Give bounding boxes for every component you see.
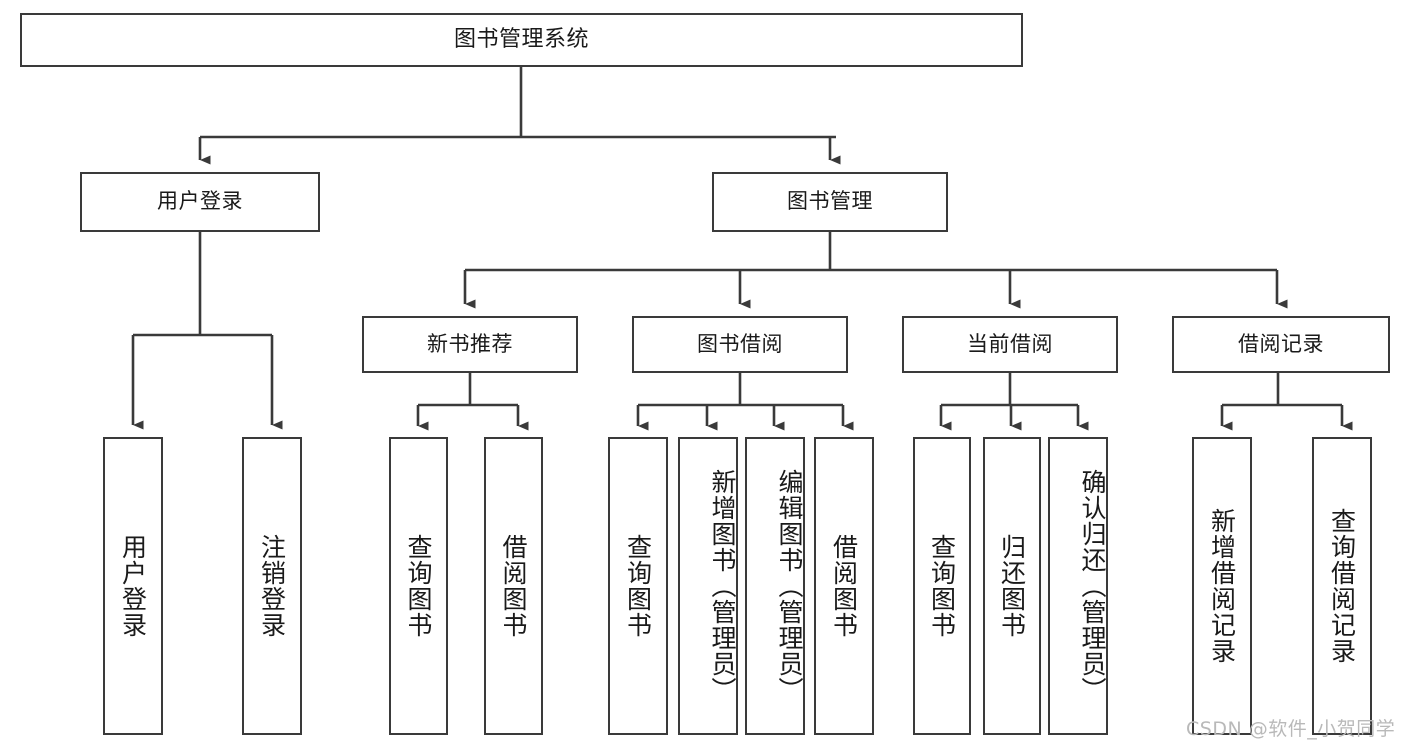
leaf-borrow-query-book[interactable]: 查询图书 <box>608 437 668 735</box>
node-book-borrow[interactable]: 图书借阅 <box>632 316 848 373</box>
leaf-new-book-query[interactable]: 查询图书 <box>389 437 448 735</box>
leaf-records-add-record[interactable]: 新增借阅记录 <box>1192 437 1252 735</box>
node-new-book-recommend[interactable]: 新书推荐 <box>362 316 578 373</box>
leaf-label: 查询图书 <box>404 534 433 638</box>
leaf-user-login-logout[interactable]: 注销登录 <box>242 437 302 735</box>
leaf-borrow-borrow-book[interactable]: 借阅图书 <box>814 437 874 735</box>
leaf-current-confirm-return-admin[interactable]: 确认归还（管理员） <box>1048 437 1108 735</box>
leaf-label: 编辑图书（管理员） <box>775 469 804 703</box>
leaf-label: 新增借阅记录 <box>1207 508 1237 664</box>
leaf-label: 查询图书 <box>623 534 653 638</box>
leaf-current-return-book[interactable]: 归还图书 <box>983 437 1041 735</box>
node-current-borrow[interactable]: 当前借阅 <box>902 316 1118 373</box>
node-book-management[interactable]: 图书管理 <box>712 172 948 232</box>
leaf-label: 查询借阅记录 <box>1327 508 1357 664</box>
leaf-label: 借阅图书 <box>499 534 528 638</box>
leaf-label: 查询图书 <box>927 534 957 638</box>
leaf-records-query-record[interactable]: 查询借阅记录 <box>1312 437 1372 735</box>
leaf-label: 归还图书 <box>997 534 1027 638</box>
leaf-label: 用户登录 <box>118 534 148 638</box>
leaf-label: 借阅图书 <box>829 534 859 638</box>
node-root[interactable]: 图书管理系统 <box>20 13 1023 67</box>
node-borrow-records[interactable]: 借阅记录 <box>1172 316 1390 373</box>
leaf-label: 注销登录 <box>257 534 287 638</box>
node-user-login[interactable]: 用户登录 <box>80 172 320 232</box>
watermark: CSDN @软件_小贺同学 <box>1186 718 1396 740</box>
leaf-current-query-book[interactable]: 查询图书 <box>913 437 971 735</box>
leaf-borrow-add-book-admin[interactable]: 新增图书（管理员） <box>678 437 738 735</box>
leaf-label: 确认归还（管理员） <box>1078 469 1107 703</box>
leaf-borrow-edit-book-admin[interactable]: 编辑图书（管理员） <box>745 437 805 735</box>
leaf-new-book-borrow[interactable]: 借阅图书 <box>484 437 543 735</box>
leaf-label: 新增图书（管理员） <box>708 469 737 703</box>
leaf-user-login-login[interactable]: 用户登录 <box>103 437 163 735</box>
